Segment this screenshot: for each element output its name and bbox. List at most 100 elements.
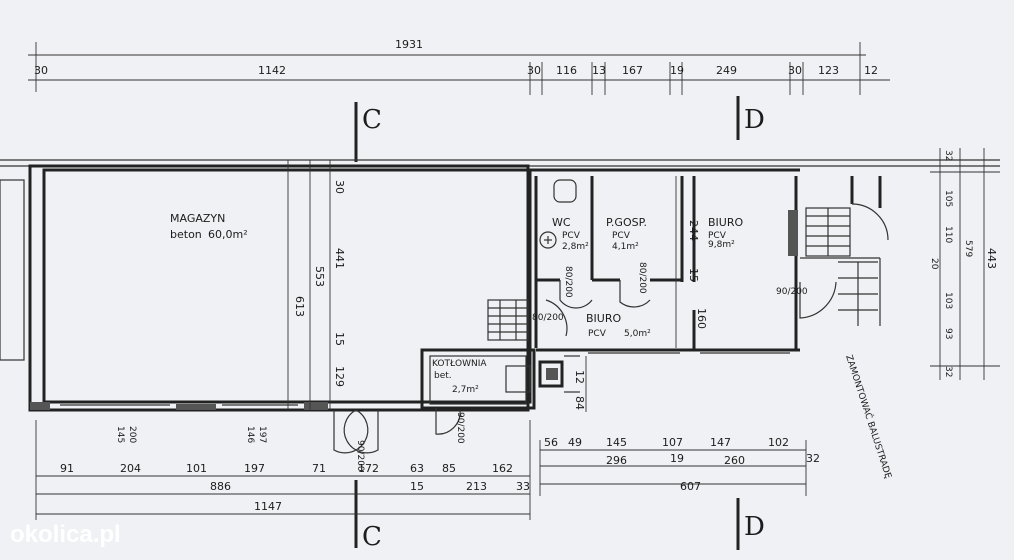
dim-right-93: 93 (943, 328, 953, 339)
stairs (487, 207, 878, 341)
biuro-mid-name: BIURO (586, 312, 621, 325)
opening-dimensions: 145 200 146 197 80/200 80/200 80/200 90/… (115, 262, 808, 472)
right-dimensions: 32 105 110 20 103 93 32 579 443 (929, 148, 1000, 380)
dim-160: 160 (695, 308, 708, 329)
door-biuro-90: 90/200 (776, 287, 808, 297)
door-main-90: 90/200 (355, 440, 365, 472)
dim-bottom-33: 33 (516, 480, 530, 493)
pgosp-name: P.GOSP. (606, 216, 647, 229)
dim-br-56: 56 (544, 436, 558, 449)
dim-right-20: 20 (929, 258, 939, 270)
brand-logo: okolica.pl (10, 521, 121, 548)
dim-br-145: 145 (606, 436, 627, 449)
washbasin-icon (539, 231, 557, 249)
dim-br-19: 19 (670, 452, 684, 465)
window-146: 146 (245, 426, 255, 443)
magazyn-name: MAGAZYN (170, 212, 225, 225)
toilet-icon (553, 179, 577, 203)
dim-right-32b: 32 (943, 366, 953, 377)
wall-hatches (30, 210, 798, 410)
biuro-right-finish: PCV (708, 231, 727, 241)
door-stair-80: 80/200 (532, 313, 564, 323)
dim-bottom-162: 162 (492, 462, 513, 475)
section-d-top: D (744, 105, 765, 135)
section-c-top: C (362, 105, 382, 135)
wc-area: 2,8m² (562, 242, 589, 252)
dim-bottom-85: 85 (442, 462, 456, 475)
section-c-bottom: C (362, 522, 382, 552)
dim-441: 441 (333, 248, 346, 269)
window-145: 145 (115, 426, 125, 443)
section-d-bottom: D (744, 512, 765, 542)
kotlownia-name: KOTŁOWNIA (432, 359, 487, 369)
dim-right-443: 443 (985, 248, 998, 269)
dim-top-167: 167 (622, 64, 643, 77)
dim-right-32a: 32 (943, 150, 953, 161)
pgosp-area: 4,1m² (612, 242, 639, 252)
dim-bottom-15: 15 (410, 480, 424, 493)
dim-553: 553 (313, 266, 326, 287)
dim-244: 244 (687, 220, 700, 241)
wc-finish: PCV (562, 231, 581, 241)
dim-top-30b: 30 (527, 64, 541, 77)
dim-30-int: 30 (333, 180, 346, 194)
dim-bottom-63: 63 (410, 462, 424, 475)
dim-br-260: 260 (724, 454, 745, 467)
biuro-right-name: BIURO (708, 216, 743, 229)
biuro-mid-area: 5,0m² (624, 329, 651, 339)
dim-bottom-213: 213 (466, 480, 487, 493)
dim-bottom-91: 91 (60, 462, 74, 475)
biuro-mid-finish: PCV (588, 329, 607, 339)
biuro-right-area: 9,8m² (708, 240, 735, 250)
dim-br-607: 607 (680, 480, 701, 493)
interior-dimensions: 613 553 441 30 15 129 244 15 160 12 84 (293, 180, 708, 410)
dim-613: 613 (293, 296, 306, 317)
wc-name: WC (552, 216, 571, 229)
dim-bottom-1147: 1147 (254, 500, 282, 513)
interior-dimension-lines (287, 160, 677, 412)
kotlownia-finish: bet. (434, 371, 452, 381)
bottom-dimensions: 91 204 101 197 71 172 63 85 162 886 15 2… (35, 420, 820, 520)
window-200-a: 200 (127, 426, 137, 443)
dim-right-103: 103 (943, 292, 953, 309)
kotlownia-area: 2,7m² (452, 385, 479, 395)
top-dimensions: 1931 30 1142 30 116 13 167 19 249 30 123… (28, 38, 890, 95)
window-197: 197 (257, 426, 267, 443)
dim-15-int: 15 (333, 332, 346, 346)
dim-bottom-101: 101 (186, 462, 207, 475)
dim-br-147: 147 (710, 436, 731, 449)
dim-br-32: 32 (806, 452, 820, 465)
dim-br-296: 296 (606, 454, 627, 467)
dim-top-12: 12 (864, 64, 878, 77)
dim-15-biuro: 15 (687, 268, 700, 282)
dim-br-102: 102 (768, 436, 789, 449)
dim-top-30a: 30 (34, 64, 48, 77)
dim-top-123: 123 (818, 64, 839, 77)
dim-br-49: 49 (568, 436, 582, 449)
dim-right-579: 579 (963, 240, 973, 257)
dim-top-30c: 30 (788, 64, 802, 77)
dim-bottom-886: 886 (210, 480, 231, 493)
dim-bottom-172: 172 (358, 462, 379, 475)
dim-top-1142: 1142 (258, 64, 286, 77)
dim-top-19: 19 (670, 64, 684, 77)
pgosp-finish: PCV (612, 231, 631, 241)
dim-right-110: 110 (943, 226, 953, 243)
dim-right-105: 105 (943, 190, 953, 207)
dim-129: 129 (333, 366, 346, 387)
windows (60, 352, 790, 406)
magazyn-finish: beton (170, 228, 202, 241)
fixtures (539, 179, 577, 249)
dim-br-107: 107 (662, 436, 683, 449)
dim-top-116: 116 (556, 64, 577, 77)
dim-top-249: 249 (716, 64, 737, 77)
dim-bottom-71: 71 (312, 462, 326, 475)
dim-top-total: 1931 (395, 38, 423, 51)
door-pgosp-80: 80/200 (637, 262, 647, 294)
magazyn-area: 60,0m² (208, 228, 248, 241)
walls (0, 159, 1000, 412)
door-wc-80: 80/200 (563, 266, 573, 298)
door-boiler-90: 90/200 (455, 412, 465, 444)
